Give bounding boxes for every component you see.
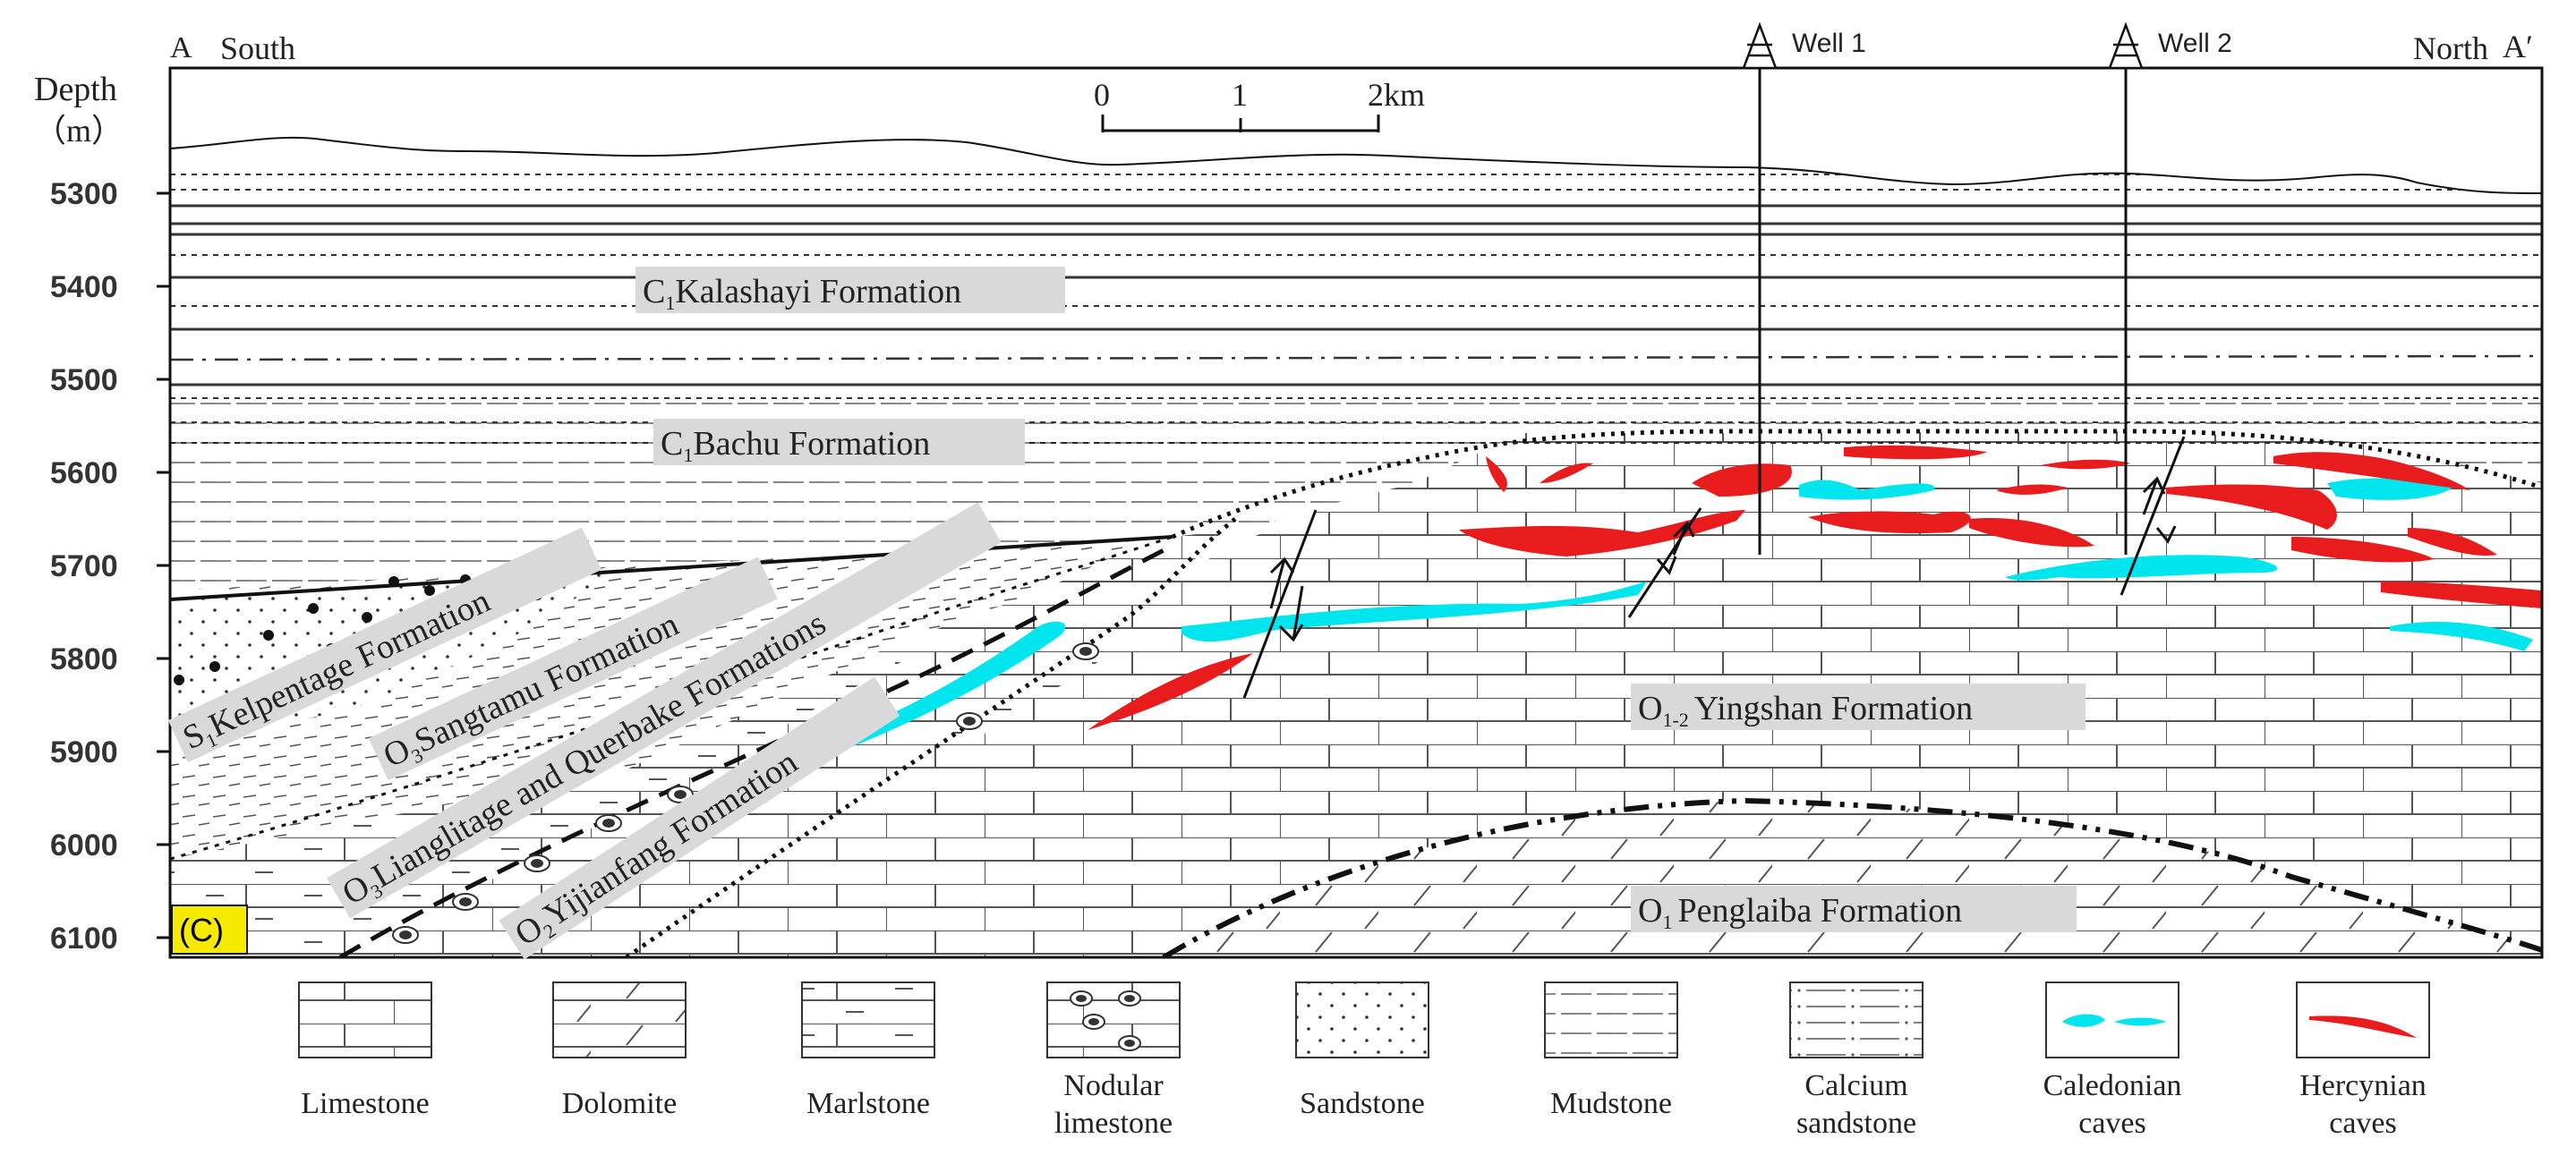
yijianfang-boundary-dotted xyxy=(625,517,1237,957)
legend-label-dolomite: Dolomite xyxy=(562,1087,677,1120)
legend-label-calcium-2: sandstone xyxy=(1796,1107,1916,1140)
legend-label-hercynian-2: caves xyxy=(2329,1107,2397,1140)
scale-1: 1 xyxy=(1232,77,1248,113)
legend-label-caledonian-1: Caledonian xyxy=(2043,1069,2182,1102)
legend-nodular-limestone: Nodular limestone xyxy=(1046,981,1181,1140)
depth-tick-6100: 6100 xyxy=(50,922,118,956)
cross-section-panel: Well 1 Well 2 A South North A′ 0 1 2km D… xyxy=(34,21,2544,960)
depth-tick-6000: 6000 xyxy=(50,828,118,862)
section-start-letter: A xyxy=(170,31,192,64)
depth-axis-title: Depth xyxy=(34,71,117,108)
penglaiba-name: Penglaiba Formation xyxy=(1677,892,1962,930)
depth-tick-5300: 5300 xyxy=(50,177,118,211)
kalashayi-name: Kalashayi Formation xyxy=(675,273,961,310)
penglaiba-top-boundary xyxy=(1162,797,2542,957)
bachu-sym: C xyxy=(661,425,683,463)
penglaiba-dolomite-body xyxy=(1164,801,2542,957)
section-end-side: North xyxy=(2413,30,2488,66)
depth-tick-5400: 5400 xyxy=(50,270,118,304)
depth-tick-5900: 5900 xyxy=(50,735,118,769)
well-2 xyxy=(2108,21,2144,555)
legend-label-nodular-2: limestone xyxy=(1054,1107,1173,1140)
legend-dolomite: Dolomite xyxy=(552,981,687,1120)
well-1 xyxy=(1742,21,1778,555)
penglaiba-sym: O xyxy=(1638,892,1662,930)
kalashayi-sym: C xyxy=(643,273,665,310)
label-yingshan: O1-2 Yingshan Formation xyxy=(1631,684,2086,731)
yingshan-sym: O xyxy=(1638,690,1662,727)
hercynian-caves xyxy=(1088,445,2542,730)
legend-sandstone: Sandstone xyxy=(1295,981,1429,1120)
depth-tick-labels: 5300 5400 5500 5600 5700 5800 5900 6000 … xyxy=(50,177,118,956)
label-bachu: C1Bachu Formation xyxy=(653,419,1025,466)
section-start-side: South xyxy=(220,30,295,66)
depth-axis-unit: （m） xyxy=(34,113,124,149)
label-kalashayi: C1Kalashayi Formation xyxy=(635,267,1065,314)
well-2-label: Well 2 xyxy=(2158,29,2232,58)
legend: Limestone Dolomite Marlstone Nodular lim… xyxy=(298,981,2430,1140)
kalashayi-sub: 1 xyxy=(665,292,675,314)
bachu-sub: 1 xyxy=(683,444,693,466)
scale-bar xyxy=(1101,115,1380,132)
scale-2km: 2km xyxy=(1368,77,1425,113)
depth-ticks xyxy=(157,191,170,939)
legend-calcium-sandstone: Calcium sandstone xyxy=(1789,981,1923,1140)
depth-tick-5600: 5600 xyxy=(50,456,118,490)
legend-label-mudstone: Mudstone xyxy=(1550,1087,1672,1120)
section-frame xyxy=(168,66,2544,959)
faults xyxy=(1242,436,2186,699)
bachu-name: Bachu Formation xyxy=(693,425,930,463)
depth-tick-5800: 5800 xyxy=(50,642,118,676)
lianglitage-boundary-dashed xyxy=(338,543,1174,957)
yingshan-sub: 1-2 xyxy=(1662,709,1688,731)
legend-limestone: Limestone xyxy=(298,981,432,1120)
silurian-base-line xyxy=(170,535,1173,601)
legend-label-sandstone: Sandstone xyxy=(1300,1087,1425,1120)
section-end-letter: A′ xyxy=(2503,29,2533,64)
panel-tag: (C) xyxy=(179,912,224,948)
legend-label-hercynian-1: Hercynian xyxy=(2299,1069,2427,1102)
legend-hercynian-caves: Hercynian caves xyxy=(2296,981,2430,1140)
unconformity-dotted-line xyxy=(1171,429,2542,540)
legend-label-marlstone: Marlstone xyxy=(806,1087,930,1120)
sangtamu-boundary-dashed xyxy=(170,535,1173,861)
panel-tag-box xyxy=(171,905,248,955)
scale-0: 0 xyxy=(1094,77,1110,113)
depth-tick-5700: 5700 xyxy=(50,549,118,583)
penglaiba-sub: 1 xyxy=(1662,911,1672,933)
svg-text:C1Kalashayi Formation: C1Kalashayi Formation xyxy=(643,273,961,314)
legend-label-calcium-1: Calcium xyxy=(1804,1069,1907,1102)
legend-label-nodular-1: Nodular xyxy=(1063,1069,1164,1102)
legend-label-limestone: Limestone xyxy=(301,1087,430,1120)
legend-mudstone: Mudstone xyxy=(1544,981,1678,1120)
svg-text:C1Bachu Formation: C1Bachu Formation xyxy=(661,425,930,466)
well-1-label: Well 1 xyxy=(1792,29,1866,58)
nodular-symbols xyxy=(392,642,1099,944)
legend-caledonian-caves: Caledonian caves xyxy=(2043,981,2182,1140)
depth-tick-5500: 5500 xyxy=(50,363,118,397)
legend-marlstone: Marlstone xyxy=(801,981,935,1120)
kalashayi-layer xyxy=(170,148,2542,385)
yingshan-name: Yingshan Formation xyxy=(1694,690,1973,727)
legend-label-caledonian-2: caves xyxy=(2078,1107,2146,1140)
